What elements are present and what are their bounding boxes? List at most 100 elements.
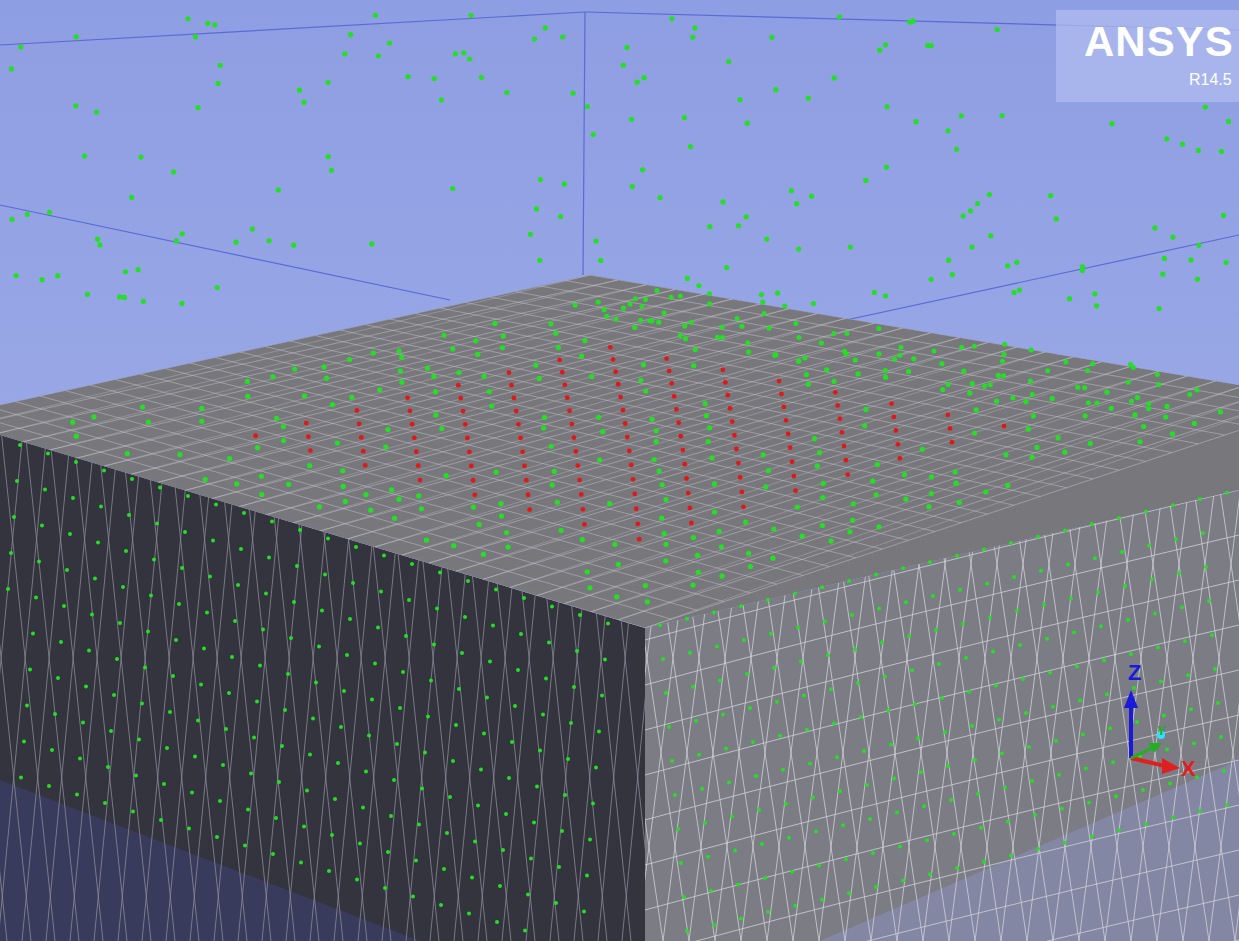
point [769, 35, 774, 40]
point [1141, 424, 1146, 429]
point [1018, 643, 1022, 647]
point [1003, 452, 1008, 457]
point [491, 624, 495, 628]
point [1109, 121, 1114, 126]
point [230, 655, 234, 659]
point [669, 381, 674, 386]
point [199, 406, 204, 411]
point [354, 545, 358, 549]
mesh-line [645, 470, 715, 941]
point [439, 97, 444, 102]
point [1042, 603, 1046, 607]
mesh-line [385, 470, 455, 941]
point [715, 644, 719, 648]
mesh-line [718, 420, 768, 941]
point [957, 500, 962, 505]
point [723, 380, 728, 385]
point [504, 812, 508, 816]
point [682, 895, 686, 899]
point [953, 481, 958, 486]
mesh-line [645, 580, 1239, 730]
point [326, 154, 331, 159]
mesh-line [897, 470, 957, 941]
point [544, 677, 548, 681]
point [569, 422, 574, 427]
point [817, 864, 821, 868]
point [991, 649, 995, 653]
point [507, 776, 511, 780]
point [811, 301, 816, 306]
point [1156, 382, 1161, 387]
mesh-line [983, 470, 1053, 941]
point [1105, 692, 1109, 696]
mesh-line [766, 420, 816, 941]
point [557, 865, 561, 869]
point [633, 296, 638, 301]
point [1090, 835, 1094, 839]
point [90, 613, 94, 617]
point [982, 384, 987, 389]
mesh-line [1113, 470, 1183, 941]
mesh-line [1139, 470, 1209, 941]
point [901, 879, 905, 883]
point [408, 409, 413, 414]
point [707, 301, 712, 306]
point [47, 210, 52, 215]
point [1152, 225, 1157, 230]
point [1135, 395, 1140, 400]
point [438, 571, 442, 575]
point [724, 265, 729, 270]
point [215, 285, 220, 290]
point [719, 574, 724, 579]
point [853, 647, 857, 651]
point [1225, 491, 1229, 495]
point [416, 463, 421, 468]
point [877, 607, 881, 611]
point [289, 636, 293, 640]
logo-panel [1056, 10, 1239, 102]
point [516, 668, 520, 672]
point [526, 492, 531, 497]
point [523, 929, 527, 933]
point [1094, 303, 1099, 308]
point [748, 564, 753, 569]
mesh-line [406, 420, 456, 941]
point [12, 515, 16, 519]
point [945, 128, 950, 133]
point [739, 604, 743, 608]
point [130, 477, 134, 481]
point [696, 570, 701, 575]
point [62, 604, 66, 608]
point [594, 766, 598, 770]
point [1177, 571, 1181, 575]
point [475, 352, 480, 357]
point [1109, 406, 1114, 411]
point [305, 789, 309, 793]
mesh-line [320, 342, 989, 531]
point [706, 439, 711, 444]
mesh-line [334, 420, 384, 941]
point [389, 487, 394, 492]
point [975, 201, 980, 206]
point [461, 409, 466, 414]
mesh-line [46, 420, 96, 941]
point [465, 436, 470, 441]
point [1024, 711, 1028, 715]
mesh-line [533, 470, 593, 941]
point [485, 696, 489, 700]
point [456, 383, 461, 388]
point [720, 199, 725, 204]
point [340, 468, 345, 473]
mesh-line [585, 470, 645, 941]
point [1162, 256, 1167, 261]
point [784, 802, 788, 806]
mesh-line [648, 420, 703, 941]
point [1093, 556, 1097, 560]
mesh-line [905, 470, 975, 941]
point [606, 622, 610, 626]
point [621, 305, 626, 310]
mesh-line [696, 420, 751, 941]
point [18, 44, 23, 49]
point [686, 491, 691, 496]
point [641, 75, 646, 80]
